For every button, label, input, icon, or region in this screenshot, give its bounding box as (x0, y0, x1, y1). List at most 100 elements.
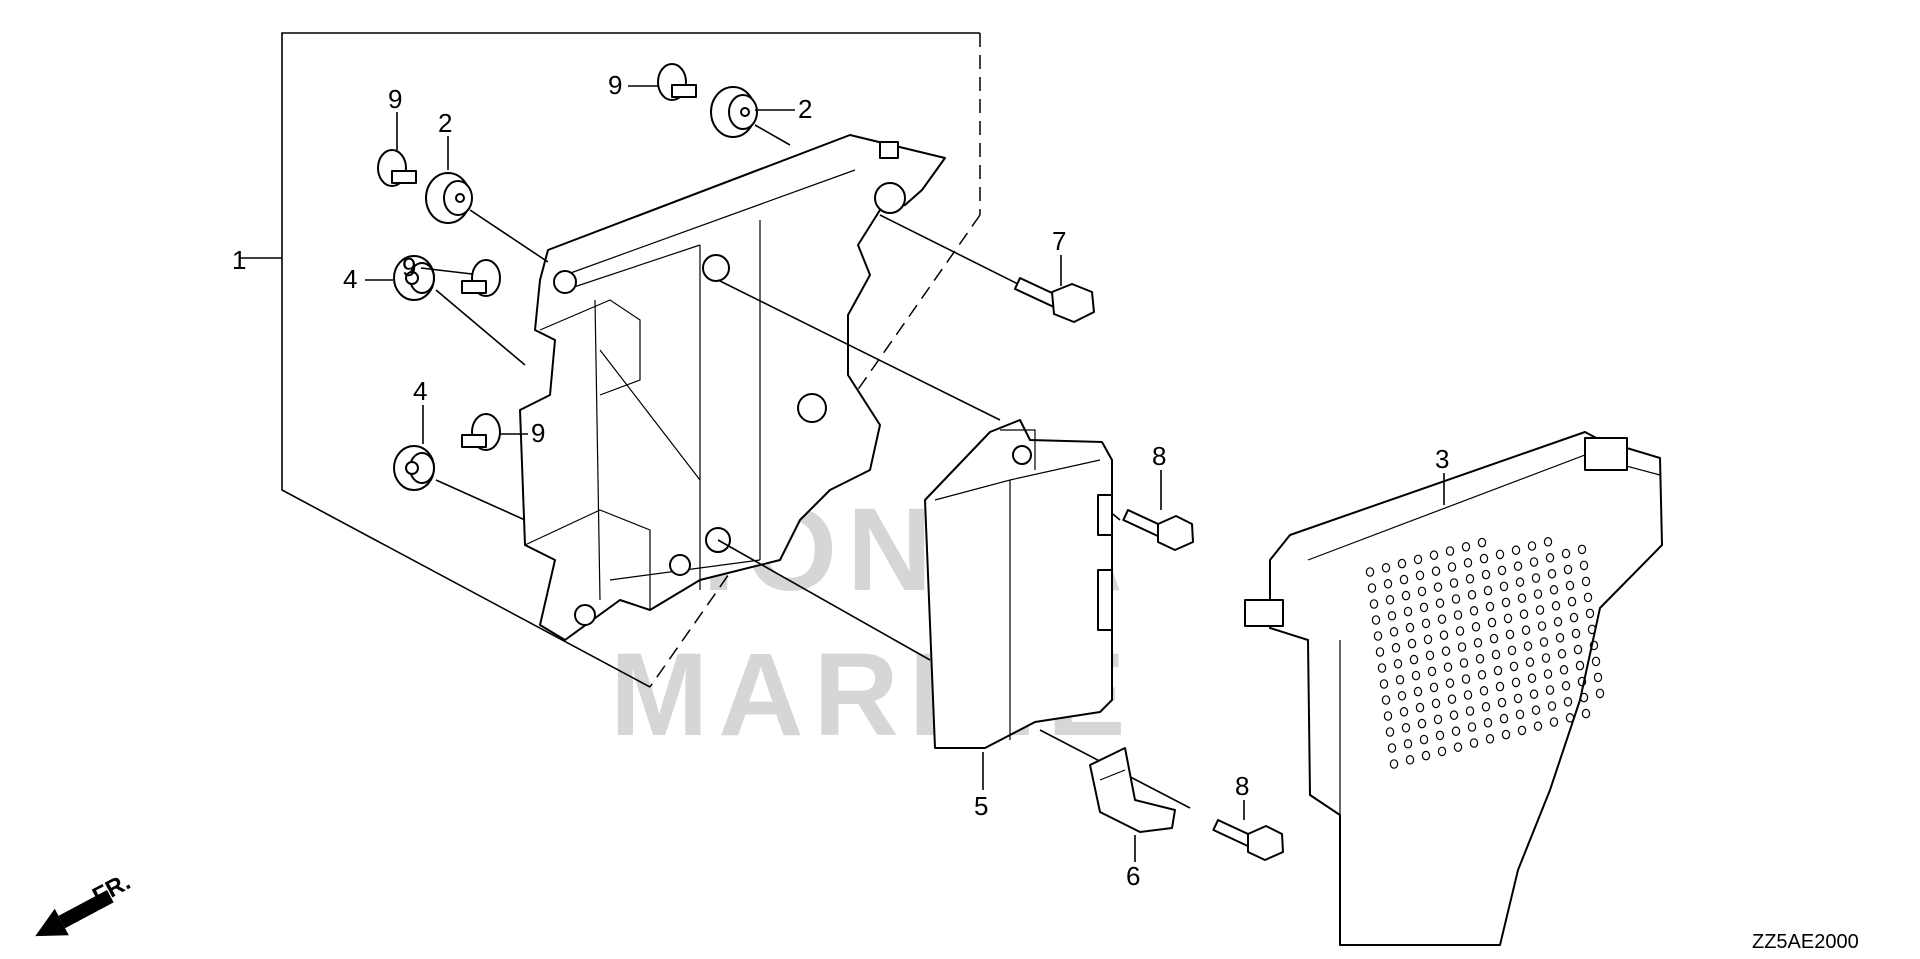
vent-hole (1449, 578, 1459, 588)
vent-hole (1399, 706, 1409, 717)
vent-hole (1501, 597, 1511, 608)
vent-hole (1445, 678, 1455, 688)
vent-hole (1387, 610, 1397, 621)
callout-9-b: 9 (608, 70, 622, 100)
front-arrow-icon (35, 890, 114, 937)
vent-hole (1369, 599, 1379, 609)
vent-hole (1423, 634, 1433, 645)
vent-hole (1463, 557, 1473, 568)
vent-hole (1535, 605, 1545, 615)
vent-hole (1529, 689, 1539, 699)
vent-hole (1485, 601, 1495, 612)
vent-hole (1465, 706, 1475, 716)
vent-hole (1563, 696, 1573, 707)
vent-hole (1519, 609, 1529, 619)
grommet-2-left (425, 172, 473, 224)
vent-hole (1517, 725, 1527, 736)
cover-part-3 (1244, 431, 1663, 946)
vent-hole (1381, 695, 1391, 705)
vent-hole (1443, 662, 1453, 672)
vent-hole (1413, 686, 1423, 697)
bolt-part-7 (1013, 276, 1095, 323)
vent-hole (1477, 669, 1487, 680)
vent-hole (1457, 642, 1467, 652)
bracket-part-1 (519, 134, 946, 641)
vent-hole (1429, 550, 1439, 560)
collar-9-a (377, 149, 417, 187)
vent-hole (1431, 698, 1441, 709)
vent-hole (1375, 647, 1385, 657)
vent-hole (1515, 577, 1525, 587)
bolt-part-8-lower (1212, 819, 1284, 861)
callout-2-top: 2 (798, 94, 812, 124)
vent-hole (1531, 573, 1541, 583)
vent-hole (1421, 618, 1431, 629)
vent-hole (1491, 649, 1501, 660)
vent-hole (1593, 672, 1603, 683)
vent-hole (1581, 708, 1591, 719)
vent-hole (1477, 537, 1487, 548)
vent-hole (1511, 545, 1521, 555)
vent-hole (1547, 568, 1557, 579)
vent-hole (1483, 585, 1493, 596)
vent-hole (1435, 730, 1445, 741)
vent-hole (1433, 714, 1443, 725)
vent-hole (1489, 633, 1499, 644)
vent-hole (1533, 589, 1543, 599)
vent-hole (1469, 738, 1479, 748)
vent-hole (1421, 750, 1431, 761)
vent-hole (1553, 616, 1563, 627)
vent-hole (1417, 586, 1427, 597)
vent-hole (1523, 641, 1533, 651)
vent-hole (1425, 650, 1435, 661)
vent-hole (1463, 690, 1473, 700)
vent-hole (1413, 554, 1423, 565)
vent-hole (1511, 677, 1521, 688)
vent-hole (1447, 562, 1457, 572)
vent-hole (1499, 713, 1509, 724)
vent-hole (1509, 661, 1519, 672)
vent-hole (1449, 710, 1459, 720)
callout-9-a: 9 (388, 84, 402, 114)
vent-hole (1589, 640, 1599, 651)
vent-hole (1547, 701, 1557, 711)
vent-hole (1433, 582, 1443, 592)
vent-hole (1591, 656, 1601, 667)
vent-hole (1409, 654, 1419, 665)
callout-4-upper: 4 (343, 264, 357, 294)
vent-hole (1389, 626, 1399, 637)
vent-hole (1485, 733, 1495, 744)
vent-hole (1579, 692, 1589, 703)
vent-hole (1555, 632, 1565, 643)
vent-hole (1383, 711, 1393, 721)
vent-hole (1557, 648, 1567, 659)
vent-hole (1525, 657, 1535, 667)
vent-hole (1453, 610, 1463, 620)
vent-hole (1479, 685, 1489, 696)
grommet-4-upper (393, 255, 435, 301)
vent-hole (1497, 565, 1507, 576)
vent-hole (1461, 541, 1471, 552)
vent-hole (1583, 592, 1593, 603)
vent-hole (1543, 669, 1553, 679)
vent-hole (1569, 612, 1579, 623)
vent-hole (1427, 666, 1437, 677)
vent-hole (1507, 645, 1517, 656)
vent-hole (1541, 653, 1551, 663)
vent-hole (1401, 590, 1411, 601)
vent-hole (1565, 712, 1575, 723)
collar-9-b (657, 63, 697, 101)
callout-8-upper: 8 (1152, 441, 1166, 471)
vent-hole (1437, 614, 1447, 624)
vent-hole (1411, 670, 1421, 681)
collar-9-d (461, 413, 501, 451)
vent-hole (1461, 674, 1471, 684)
vent-hole (1533, 721, 1543, 731)
vent-hole (1451, 594, 1461, 604)
vent-hole (1451, 726, 1461, 736)
vent-hole (1495, 549, 1505, 560)
vent-hole (1391, 642, 1401, 653)
vent-hole (1529, 557, 1539, 567)
vent-hole (1581, 576, 1591, 587)
